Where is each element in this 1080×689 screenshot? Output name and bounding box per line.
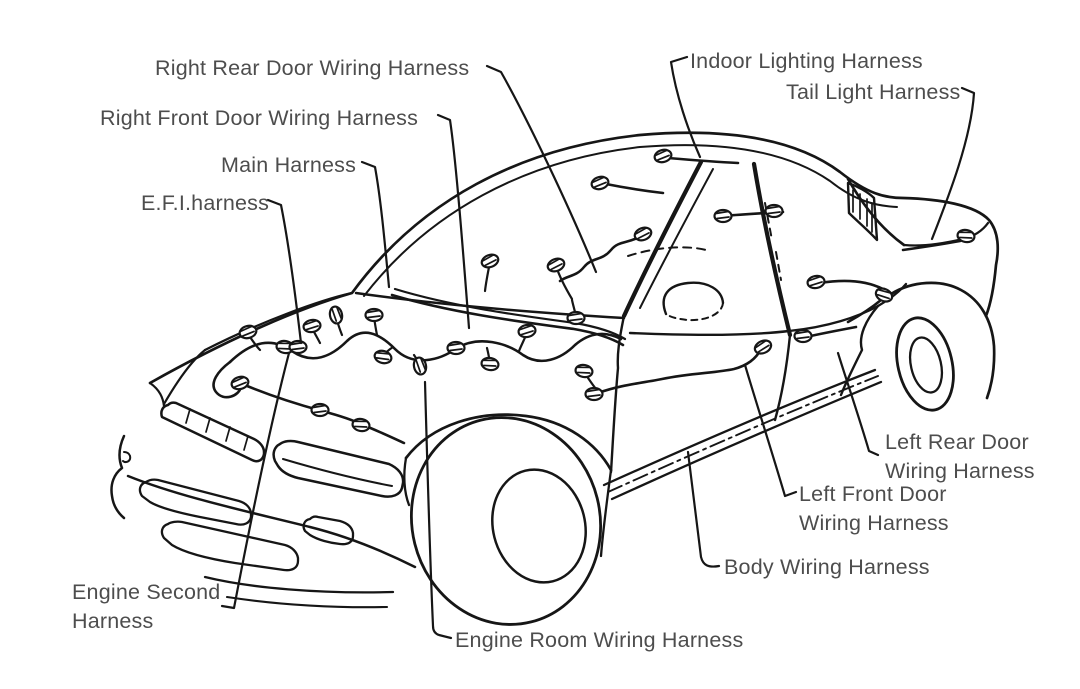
rocker-dash-dot [607, 375, 879, 493]
far-fender-line [203, 291, 354, 352]
bumper-side-seam [403, 456, 411, 507]
leader-left-rear-door [836, 351, 880, 457]
hood-front-edge [148, 381, 166, 408]
leader-left-front-door [743, 363, 798, 498]
headlight [272, 439, 405, 498]
bumper-corner [110, 434, 126, 520]
label-body-wiring-harness: Body Wiring Harness [724, 555, 930, 579]
leader-efi-harness [266, 198, 303, 345]
wheels [409, 316, 955, 626]
label-efi-harness: E.F.I.harness [141, 191, 270, 215]
tail-light-wire [901, 239, 962, 252]
corner-notch [122, 451, 132, 464]
far-beltline-wire-a [604, 182, 665, 195]
label-right-rear-door-wiring-harness: Right Rear Door Wiring Harness [155, 56, 470, 80]
leader-tail-light [930, 86, 976, 241]
leader-right-rear-door [485, 64, 598, 274]
front-wheel-rim [491, 468, 587, 584]
harness-stubs [246, 315, 529, 367]
bumper-slot-lower [160, 520, 300, 572]
rear-door-rear-seam [839, 304, 880, 397]
side-mirror-dashed [665, 302, 724, 322]
roof-harness [666, 156, 740, 165]
rear-wheel-rim [908, 336, 944, 394]
front-fascia [110, 381, 417, 609]
front-door-harness [596, 347, 763, 395]
leader-body-wiring [686, 450, 721, 568]
label-engine-second-harness: Engine Second Harness [72, 580, 221, 633]
label-engine-room-wiring-harness: Engine Room Wiring Harness [455, 628, 744, 652]
rocker-bottom [610, 380, 883, 501]
body-behind-front-wheel [599, 468, 613, 558]
rear-window-edge [846, 177, 906, 247]
label-tail-light-harness: Tail Light Harness [786, 80, 961, 104]
leader-lines [220, 55, 976, 640]
bumper-lower-lip [225, 595, 389, 609]
rear-tire [895, 316, 955, 412]
grille [160, 401, 266, 463]
front-fender-arch [404, 413, 613, 472]
b-pillar [751, 161, 793, 338]
far-door-squiggle [558, 233, 645, 283]
leader-main-harness [360, 160, 391, 289]
rocker-top [602, 368, 877, 487]
cowl-main-harness-a [390, 293, 625, 347]
quarter-panel-wire [846, 298, 883, 324]
bumper-slot-upper [138, 478, 253, 526]
leader-engine-second [220, 351, 291, 610]
a-pillar [621, 159, 704, 319]
leader-indoor-lighting [669, 55, 702, 159]
label-main-harness: Main Harness [221, 153, 357, 177]
radiator-support [162, 348, 207, 406]
quarter-window-hatching [852, 189, 873, 233]
side-mirror [662, 281, 725, 316]
bumper-bottom-edge [203, 575, 395, 594]
windshield-inner-edge [639, 168, 714, 309]
front-tire [409, 416, 603, 626]
headlight-inner-line [282, 458, 393, 487]
label-right-front-door-wiring-harness: Right Front Door Wiring Harness [100, 106, 419, 130]
interior-dashed-line [627, 246, 707, 257]
front-door-rear-seam [773, 333, 792, 422]
bumper-slot-right [302, 515, 355, 546]
label-indoor-lighting-harness: Indoor Lighting Harness [690, 49, 923, 73]
grille-hatching [185, 408, 249, 451]
leader-right-front-door [436, 113, 471, 330]
cowl-line [354, 291, 626, 320]
harness-loop [212, 360, 243, 399]
label-left-rear-door-wiring-harness: Left Rear Door Wiring Harness [885, 430, 1035, 483]
label-left-front-door-wiring-harness: Left Front Door Wiring Harness [799, 482, 949, 535]
roof-drip-rail [363, 144, 898, 297]
leader-engine-room [423, 380, 453, 640]
rear-door-harness-upper [818, 279, 885, 291]
quarter-window [846, 181, 879, 242]
door-sill-line [628, 329, 791, 336]
rear-fender-arch [889, 281, 996, 400]
cowl-main-harness-b [393, 287, 627, 341]
pillars-windows-doors [609, 159, 880, 474]
